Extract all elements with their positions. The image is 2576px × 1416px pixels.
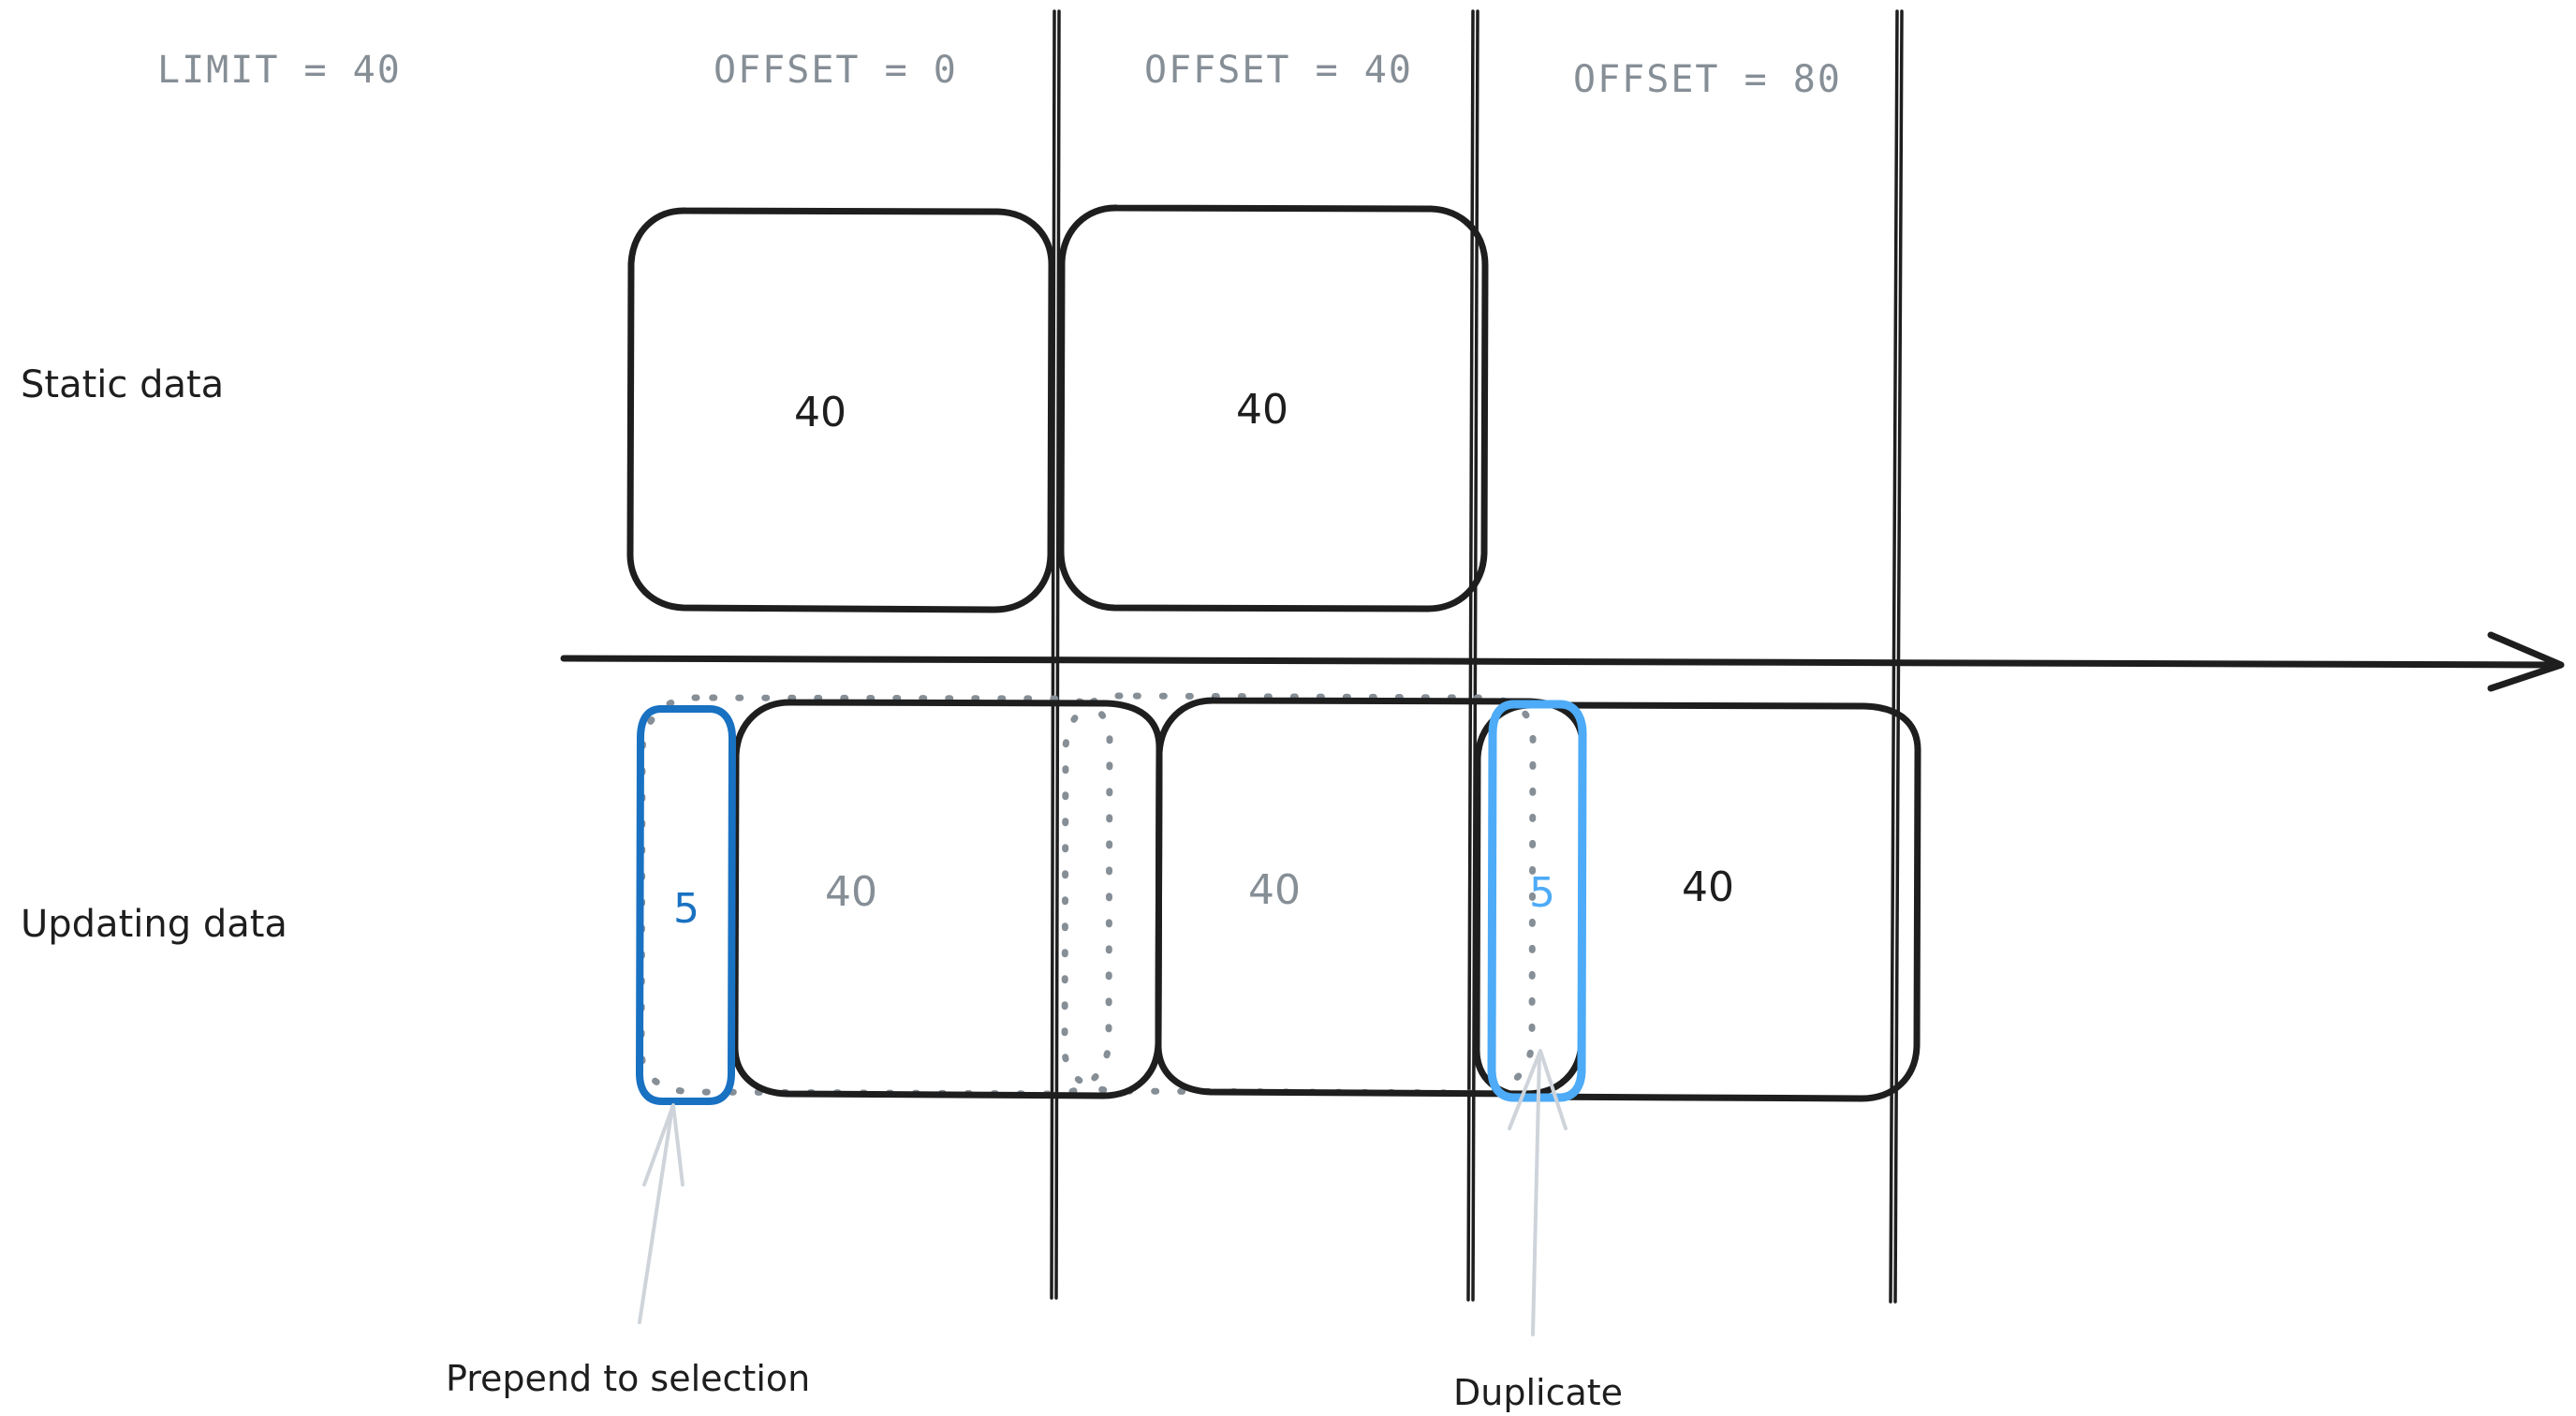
duplicate-chunk-value: 5 bbox=[1529, 869, 1555, 917]
updating-page-value-2: 40 bbox=[1248, 866, 1301, 914]
annotation-duplicate-label: Duplicate bbox=[1453, 1372, 1623, 1413]
timeline-arrowhead bbox=[2487, 631, 2565, 692]
annotation-arrows bbox=[638, 1049, 1568, 1336]
static-page-value-2: 40 bbox=[1236, 386, 1288, 434]
highlight-chunks bbox=[636, 700, 1587, 1105]
header-offset-80: OFFSET = 80 bbox=[1573, 58, 1842, 101]
timeline-axis-line bbox=[560, 655, 2563, 669]
static-page-value-1: 40 bbox=[794, 389, 846, 436]
duplicate-annotation-arrow bbox=[1531, 1052, 1541, 1336]
static-page-box-1 bbox=[626, 207, 1055, 613]
ghost-outline-2 bbox=[1061, 692, 1537, 1097]
duplicate-chunk-box bbox=[1487, 700, 1587, 1102]
prepend-chunk-value: 5 bbox=[673, 885, 699, 933]
row-label-updating: Updating data bbox=[21, 903, 287, 946]
ghost-outline-1 bbox=[638, 694, 1113, 1098]
divider-line-2b bbox=[1471, 9, 1479, 1302]
annotation-prepend-label: Prepend to selection bbox=[446, 1358, 810, 1399]
updating-page-box-1 bbox=[731, 699, 1163, 1099]
header-offset-0: OFFSET = 0 bbox=[714, 49, 958, 92]
updating-page-value-3: 40 bbox=[1682, 863, 1734, 911]
updating-page-value-1: 40 bbox=[825, 868, 877, 916]
row-label-static: Static data bbox=[21, 363, 224, 406]
divider-line-1b bbox=[1054, 9, 1061, 1300]
duplicate-annotation-arrowhead bbox=[1508, 1049, 1568, 1130]
static-row-boxes bbox=[626, 204, 1489, 613]
divider-line-3 bbox=[1889, 9, 1899, 1304]
header-offset-40: OFFSET = 40 bbox=[1144, 49, 1413, 92]
divider-line-1 bbox=[1050, 9, 1056, 1300]
prepend-annotation-arrow bbox=[638, 1105, 674, 1324]
updating-page-box-3 bbox=[1473, 701, 1921, 1102]
prepend-annotation-arrowhead bbox=[642, 1103, 684, 1187]
prepend-chunk-box bbox=[636, 705, 736, 1105]
header-limit: LIMIT = 40 bbox=[157, 49, 402, 92]
timeline-axis bbox=[560, 631, 2565, 692]
static-page-box-2 bbox=[1057, 204, 1489, 612]
updating-row-ghost-outlines bbox=[638, 692, 1537, 1098]
